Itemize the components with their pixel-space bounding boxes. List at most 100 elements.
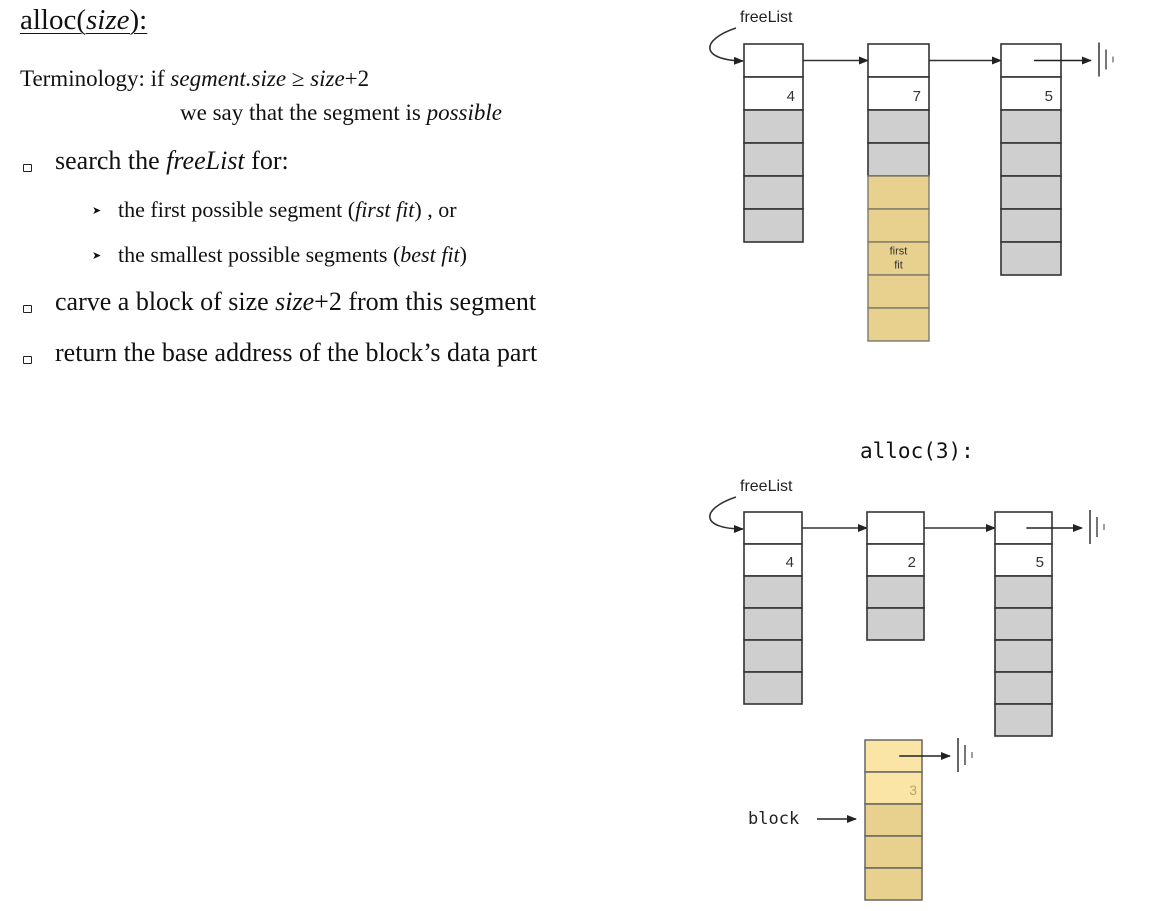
data-cell [743, 575, 803, 609]
size-cell [866, 543, 925, 577]
data-cell [743, 109, 804, 144]
block-data-cell [864, 803, 923, 837]
bullet-em: freeList [166, 146, 245, 175]
freelist-label-before: freeList [740, 9, 793, 26]
expr-right-rest: +2 [344, 66, 370, 91]
first-fit-label: first [890, 246, 908, 258]
data-cell [1000, 109, 1062, 144]
size-cell [867, 76, 930, 111]
data-cell [1000, 241, 1062, 276]
terminology-label: Terminology: if [20, 66, 171, 91]
terminology-line-2: we say that the segment is possible [180, 100, 502, 126]
data-cell [1000, 175, 1062, 210]
bullet-em: size [275, 287, 315, 316]
bullet-text: for: [244, 146, 289, 175]
data-cell [994, 607, 1053, 641]
sub-bullet-em: best fit [400, 242, 460, 267]
sub-bullet-best-fit: the smallest possible segments (best fit… [118, 242, 467, 268]
first-fit-cell [867, 307, 930, 342]
data-cell [743, 639, 803, 673]
bullet-text: carve a block of size [55, 287, 276, 316]
size-cell [743, 543, 803, 577]
title-arg: size [86, 4, 130, 36]
data-cell [866, 575, 925, 609]
data-cell [994, 703, 1053, 737]
next-pointer-cell [743, 511, 803, 545]
block-data-cell [864, 835, 923, 869]
segment-size-label: 2 [908, 554, 916, 571]
null-ground-icon [957, 738, 973, 772]
chevron-bullet-icon: ➤ [92, 249, 102, 262]
data-cell [743, 607, 803, 641]
data-cell [743, 175, 804, 210]
bullet-carve: carve a block of size size+2 from this s… [55, 287, 536, 317]
block-size-label: 3 [909, 782, 917, 798]
null-ground-icon [1098, 42, 1114, 77]
first-fit-label: fit [894, 260, 903, 272]
sub-bullet-text: the smallest possible segments ( [118, 242, 401, 267]
data-cell [1000, 208, 1062, 243]
diagram-before: 4 7 first fit 5 [743, 42, 1114, 342]
segment-size-label: 5 [1036, 554, 1044, 571]
allocated-block: 3 [864, 738, 973, 901]
bullet-text: +2 from this segment [314, 287, 537, 316]
title-end: ): [129, 4, 148, 36]
segment: 7 first fit [867, 43, 930, 342]
next-pointer-cell [866, 511, 925, 545]
sub-bullet-text: ) [459, 242, 467, 267]
data-cell [994, 639, 1053, 673]
freelist-label-after: freeList [740, 478, 793, 495]
data-cell [1000, 142, 1062, 177]
square-bullet-icon [23, 356, 32, 364]
bullet-search: search the freeList for: [55, 146, 289, 176]
block-label: block [748, 809, 799, 829]
title-fn: alloc( [20, 4, 87, 36]
data-cell [994, 575, 1053, 609]
segment-size-label: 7 [913, 88, 921, 105]
first-fit-cell [867, 175, 930, 210]
bullet-return: return the base address of the block’s d… [55, 338, 537, 368]
bullet-text: search the [55, 146, 167, 175]
chevron-bullet-icon: ➤ [92, 204, 102, 217]
data-cell [866, 607, 925, 641]
square-bullet-icon [23, 164, 32, 172]
expr-right-var: size [310, 66, 345, 91]
null-ground-icon [1089, 510, 1105, 544]
segment: 5 [994, 511, 1053, 737]
alloc-caption: alloc(3): [860, 439, 974, 463]
bullet-text: return the base address of the block’s d… [55, 338, 538, 367]
segment: 2 [866, 511, 925, 641]
block-size-cell [864, 771, 923, 805]
sub-bullet-text: the first possible segment ( [118, 197, 356, 222]
freelist-pointer-arrow [709, 27, 744, 65]
diagram-after: 4 2 5 [743, 510, 1105, 737]
segment-size-label: 4 [786, 554, 794, 571]
data-cell [867, 142, 930, 177]
segment: 5 [1000, 43, 1062, 276]
sub-bullet-first-fit: the first possible segment (first fit) ,… [118, 197, 457, 223]
expr-left: segment.size [170, 66, 287, 91]
data-cell [743, 671, 803, 705]
slide-title: alloc(size): [20, 4, 147, 37]
next-pointer-cell [867, 43, 930, 78]
sub-bullet-text: ) , or [414, 197, 457, 222]
terminology-em: possible [426, 100, 502, 125]
terminology-text: we say that the segment is [180, 100, 427, 125]
data-cell [867, 109, 930, 144]
segment: 4 [743, 43, 804, 243]
square-bullet-icon [23, 305, 32, 313]
expr-op: ≥ [286, 66, 311, 91]
block-data-cell [864, 867, 923, 901]
segment-size-label: 4 [787, 88, 795, 105]
first-fit-cell [867, 208, 930, 243]
first-fit-cell [867, 241, 930, 276]
data-cell [743, 142, 804, 177]
sub-bullet-em: first fit [355, 197, 415, 222]
data-cell [743, 208, 804, 243]
next-pointer-cell [743, 43, 804, 78]
first-fit-cell [867, 274, 930, 309]
freelist-pointer-arrow [709, 496, 744, 533]
data-cell [994, 671, 1053, 705]
segment-size-label: 5 [1045, 88, 1053, 105]
